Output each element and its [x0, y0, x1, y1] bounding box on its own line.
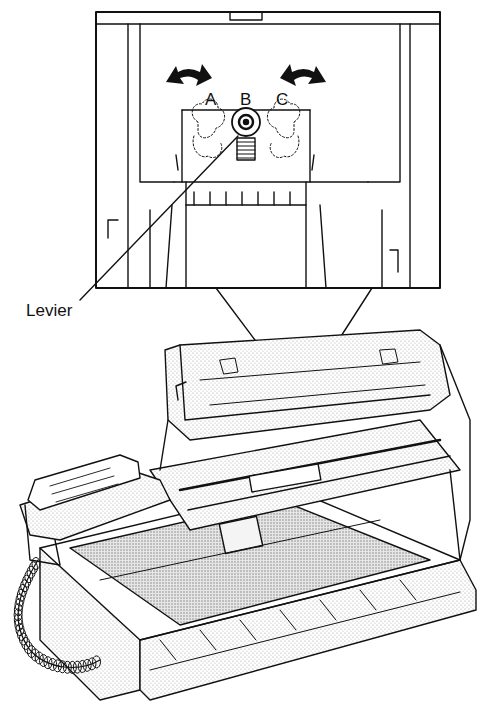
inset-frame: [96, 12, 440, 288]
position-letter: B: [240, 91, 251, 108]
cord-coil: [88, 658, 96, 670]
inset-detail: [96, 12, 440, 288]
position-letter: A: [205, 91, 216, 108]
fax-machine: [18, 330, 476, 700]
part-name: Levier: [24, 301, 74, 320]
cord-coil: [39, 655, 47, 667]
position-letter: C: [276, 91, 288, 108]
cord-coil: [44, 657, 52, 669]
cord-coil: [93, 656, 101, 668]
cord-coil: [21, 580, 29, 592]
leader-line: [80, 136, 238, 300]
lever: [232, 108, 260, 160]
lever-arrows: [166, 64, 326, 86]
cord-coils: [14, 557, 100, 673]
